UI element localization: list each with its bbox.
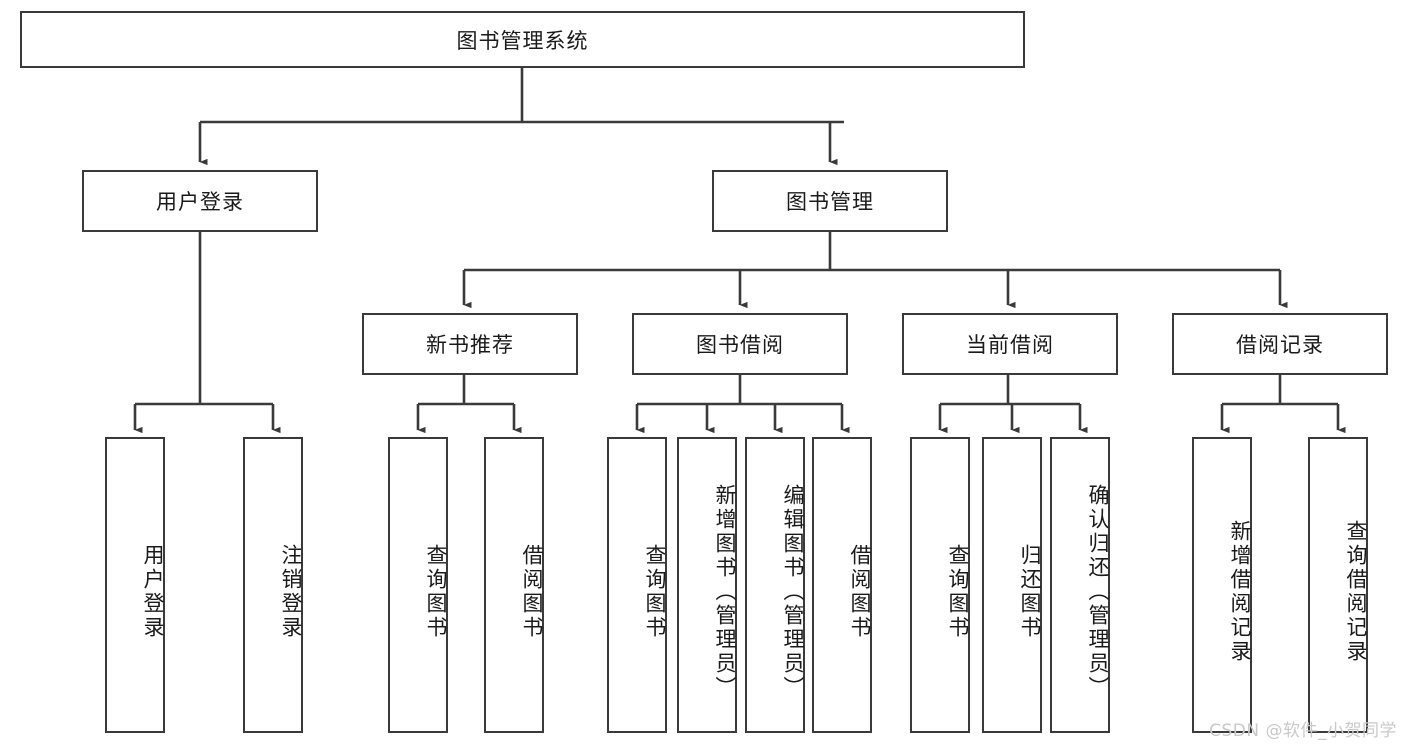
node-leaf-borrow-book-recommend-label: 借阅图书	[520, 544, 544, 640]
node-leaf-borrow-book-recommend[interactable]: 借阅图书	[484, 437, 544, 733]
node-leaf-user-login[interactable]: 用户登录	[105, 437, 165, 733]
node-borrow-records-label: 借阅记录	[1236, 333, 1324, 357]
node-user-login-label: 用户登录	[156, 190, 244, 214]
node-new-book-recommend-label: 新书推荐	[426, 333, 514, 357]
node-leaf-query-book-current[interactable]: 查询图书	[910, 437, 970, 733]
node-leaf-query-book-recommend[interactable]: 查询图书	[388, 437, 448, 733]
node-leaf-query-book-borrow-label: 查询图书	[643, 544, 667, 640]
node-leaf-add-book-admin-label: 新增图书（管理员）	[713, 484, 737, 700]
node-book-borrow[interactable]: 图书借阅	[632, 313, 848, 375]
node-leaf-borrow-book[interactable]: 借阅图书	[812, 437, 872, 733]
node-leaf-return-book[interactable]: 归还图书	[982, 437, 1042, 733]
node-leaf-query-book-current-label: 查询图书	[946, 544, 970, 640]
node-current-borrow-label: 当前借阅	[966, 333, 1054, 357]
node-leaf-edit-book-admin[interactable]: 编辑图书（管理员）	[745, 437, 805, 733]
node-user-login[interactable]: 用户登录	[82, 170, 318, 232]
node-leaf-user-login-label: 用户登录	[141, 544, 165, 640]
node-leaf-confirm-return-admin-label: 确认归还（管理员）	[1086, 484, 1110, 700]
node-new-book-recommend[interactable]: 新书推荐	[362, 313, 578, 375]
node-root[interactable]: 图书管理系统	[20, 11, 1025, 68]
node-leaf-return-book-label: 归还图书	[1018, 544, 1042, 640]
node-current-borrow[interactable]: 当前借阅	[902, 313, 1118, 375]
node-leaf-query-book-recommend-label: 查询图书	[424, 544, 448, 640]
node-book-management-label: 图书管理	[786, 190, 874, 214]
node-leaf-confirm-return-admin[interactable]: 确认归还（管理员）	[1050, 437, 1110, 733]
node-leaf-query-borrow-record[interactable]: 查询借阅记录	[1308, 437, 1368, 733]
node-leaf-logout-login-label: 注销登录	[279, 544, 303, 640]
csdn-watermark: CSDN @软件_小贺同学	[1209, 721, 1397, 741]
node-leaf-borrow-book-label: 借阅图书	[848, 544, 872, 640]
node-leaf-add-book-admin[interactable]: 新增图书（管理员）	[677, 437, 737, 733]
node-leaf-add-borrow-record-label: 新增借阅记录	[1228, 520, 1252, 664]
node-leaf-query-borrow-record-label: 查询借阅记录	[1344, 520, 1368, 664]
edges-group	[133, 68, 1346, 434]
node-leaf-edit-book-admin-label: 编辑图书（管理员）	[781, 484, 805, 700]
node-leaf-add-borrow-record[interactable]: 新增借阅记录	[1192, 437, 1252, 733]
node-borrow-records[interactable]: 借阅记录	[1172, 313, 1388, 375]
node-book-borrow-label: 图书借阅	[696, 333, 784, 357]
node-book-management[interactable]: 图书管理	[712, 170, 948, 232]
node-root-label: 图书管理系统	[456, 28, 589, 53]
node-leaf-logout-login[interactable]: 注销登录	[243, 437, 303, 733]
node-leaf-query-book-borrow[interactable]: 查询图书	[607, 437, 667, 733]
